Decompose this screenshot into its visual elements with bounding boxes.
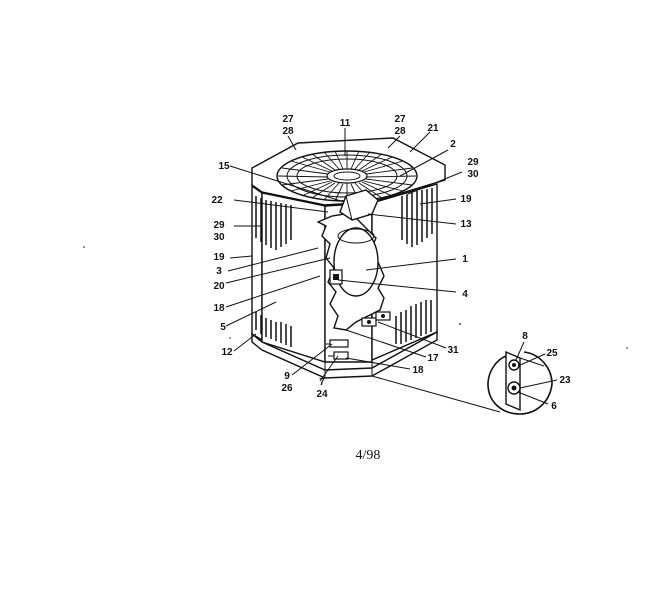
callout-13: 13	[460, 219, 472, 230]
callout-15: 15	[218, 161, 230, 172]
callout-4: 4	[462, 289, 468, 300]
callout-18l: 18	[213, 303, 225, 314]
detail-inset	[371, 350, 553, 415]
base-pan	[251, 330, 438, 379]
scan-specks	[83, 246, 628, 349]
callout-23: 23	[559, 375, 571, 386]
callout-20: 20	[213, 281, 225, 292]
fan-guard	[276, 150, 418, 202]
callout-1: 1	[462, 254, 468, 265]
callout-18b: 18	[412, 365, 424, 376]
leader-lines	[225, 128, 558, 405]
callout-5: 5	[220, 322, 226, 333]
cutaway-interior	[316, 189, 391, 360]
callout-3: 3	[216, 266, 222, 277]
callout-21: 21	[427, 123, 439, 134]
callout-17: 17	[427, 353, 439, 364]
diagram-caption: 4/98	[356, 448, 381, 463]
callout-19r: 19	[460, 194, 472, 205]
callout-8a: 8	[522, 331, 528, 342]
callout-11: 11	[340, 118, 351, 129]
fan-guard-spokes	[277, 150, 417, 202]
service-valves	[361, 311, 391, 327]
callout-22: 22	[211, 195, 223, 206]
callout-19l: 19	[213, 252, 225, 263]
callout-31: 31	[447, 345, 459, 356]
callout-2: 2	[450, 139, 456, 150]
callout-12: 12	[221, 347, 233, 358]
callout-25: 25	[546, 348, 558, 359]
compressor	[333, 227, 379, 297]
left-coil-grille	[255, 196, 292, 347]
right-coil-grille	[395, 188, 433, 344]
lower-access-fittings	[326, 339, 349, 360]
callout-6: 6	[551, 401, 557, 412]
